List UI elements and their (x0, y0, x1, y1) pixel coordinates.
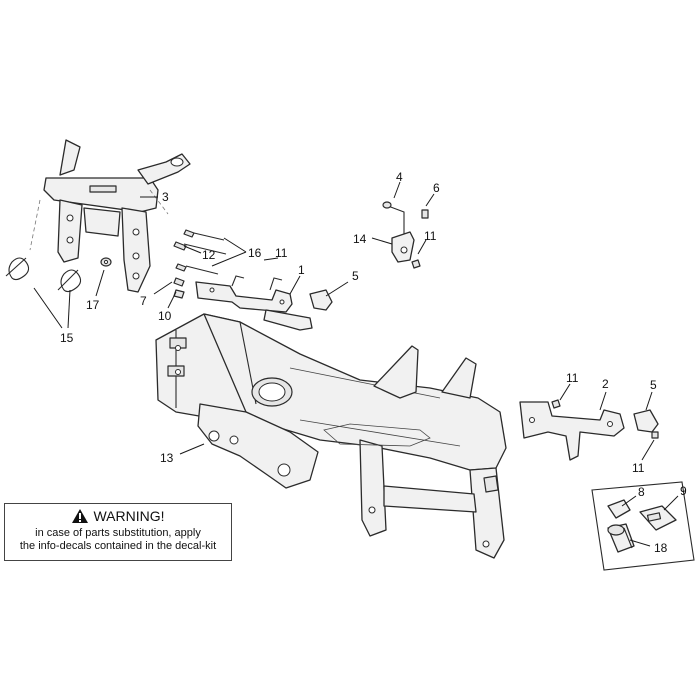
callout-16: 16 (248, 246, 262, 260)
callout-11: 11 (424, 229, 437, 243)
warning-notice: WARNING! in case of parts substitution, … (4, 503, 232, 561)
callout-11: 11 (275, 246, 288, 260)
kit-box (591, 481, 695, 571)
callout-14: 14 (353, 232, 367, 246)
callout-6: 6 (433, 181, 440, 195)
callout-1: 1 (298, 263, 305, 277)
sensor-bracket (382, 201, 429, 269)
spring-clips (5, 257, 82, 293)
fasteners-left (100, 229, 227, 299)
callout-11: 11 (632, 461, 645, 475)
instrument-bracket (195, 275, 313, 331)
warning-heading: WARNING! (5, 508, 231, 524)
callout-8: 8 (638, 485, 645, 499)
callout-12: 12 (202, 248, 216, 262)
callout-15: 15 (60, 331, 74, 345)
side-bracket (519, 399, 659, 461)
callout-5: 5 (352, 269, 359, 283)
callout-2: 2 (602, 377, 609, 391)
callout-13: 13 (160, 451, 174, 465)
clip-upper (309, 289, 333, 311)
callout-5: 5 (650, 378, 657, 392)
callout-11: 11 (566, 371, 579, 385)
main-frame (155, 313, 507, 559)
callout-3: 3 (162, 190, 169, 204)
callout-18: 18 (654, 541, 668, 555)
callout-17: 17 (86, 298, 100, 312)
leader-lines (33, 181, 679, 547)
callout-7: 7 (140, 294, 147, 308)
warning-line-1: in case of parts substitution, apply (35, 527, 201, 539)
warning-triangle-icon (72, 509, 89, 523)
callout-labels: 3 4 6 14 11 11 1 5 16 12 7 10 17 15 13 1… (60, 170, 687, 555)
fairing-bracket (29, 139, 191, 293)
warning-line-2: the info-decals contained in the decal-k… (19, 540, 217, 552)
callout-9: 9 (680, 484, 687, 498)
callout-4: 4 (396, 170, 403, 184)
warning-title-text: WARNING! (93, 508, 165, 524)
callout-10: 10 (158, 309, 172, 323)
